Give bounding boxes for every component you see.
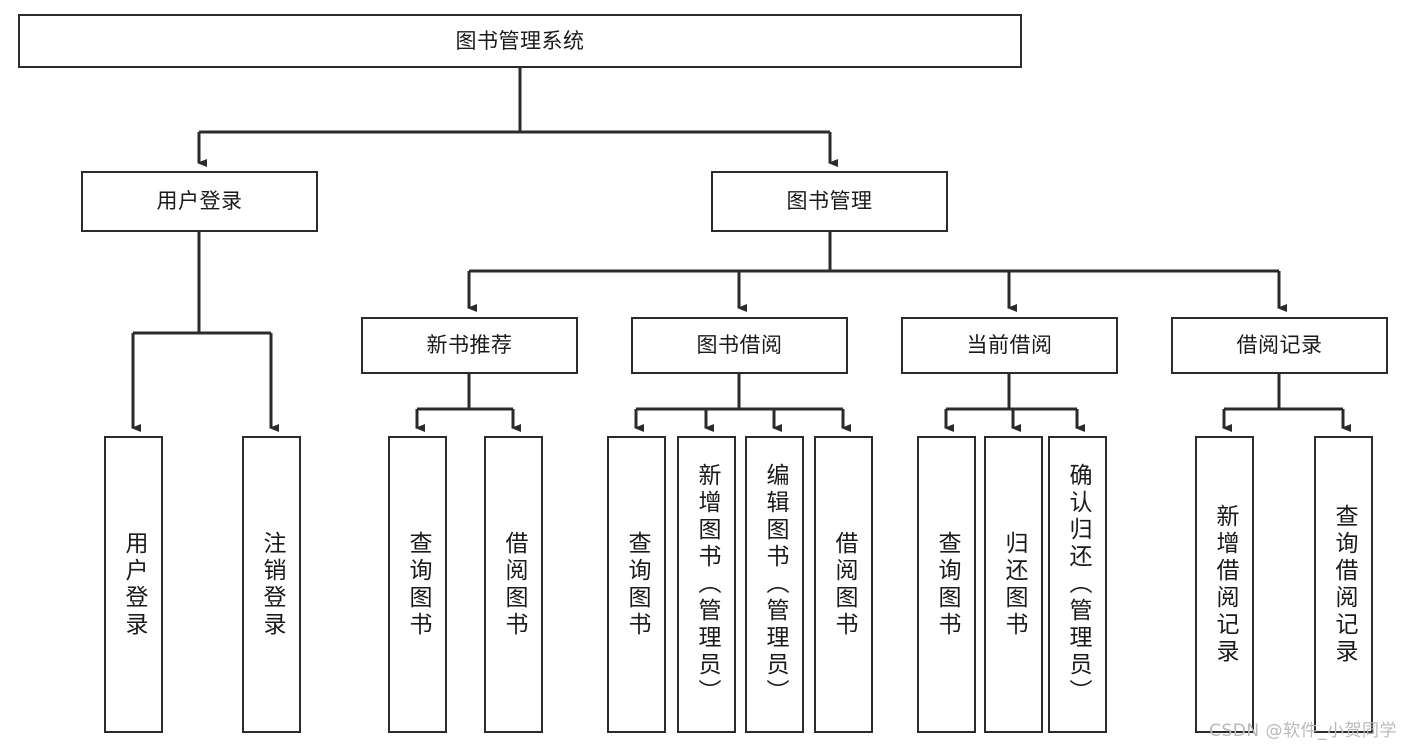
node-label: 图书管理系统 xyxy=(455,28,585,53)
node-label: 借阅图书 xyxy=(831,530,857,639)
node-label: 查询图书 xyxy=(624,530,650,639)
edges-newbook-to-leaves xyxy=(415,374,521,432)
node-label: 新书推荐 xyxy=(426,333,513,358)
leaf-edit-book[interactable]: 编辑图书（管理员） xyxy=(745,436,804,733)
node-label: 新增图书（管理员） xyxy=(694,463,720,706)
edges-userlogin-to-leaves xyxy=(131,232,279,432)
leaf-query-book-1[interactable]: 查询图书 xyxy=(388,436,447,733)
node-label: 新增借阅记录 xyxy=(1212,503,1238,666)
node-label: 查询借阅记录 xyxy=(1331,503,1357,666)
node-label: 图书管理 xyxy=(786,189,873,214)
leaf-borrow-book-2[interactable]: 借阅图书 xyxy=(814,436,873,733)
node-book-borrow[interactable]: 图书借阅 xyxy=(631,317,848,374)
leaf-query-book-2[interactable]: 查询图书 xyxy=(607,436,666,733)
leaf-user-logout[interactable]: 注销登录 xyxy=(242,436,301,733)
edges-root-to-level2 xyxy=(197,68,838,167)
node-current-borrow[interactable]: 当前借阅 xyxy=(901,317,1118,374)
leaf-user-login[interactable]: 用户登录 xyxy=(104,436,163,733)
node-user-login[interactable]: 用户登录 xyxy=(81,171,318,232)
edges-bookmanage-to-level3 xyxy=(467,232,1287,312)
edges-currentborrow-to-leaves xyxy=(944,374,1085,432)
leaf-add-book[interactable]: 新增图书（管理员） xyxy=(677,436,736,733)
edges-borrowrecord-to-leaves xyxy=(1222,374,1351,432)
leaf-query-borrow-record[interactable]: 查询借阅记录 xyxy=(1314,436,1373,733)
node-label: 归还图书 xyxy=(1001,530,1027,639)
node-borrow-record[interactable]: 借阅记录 xyxy=(1171,317,1388,374)
node-label: 注销登录 xyxy=(259,530,285,639)
node-label: 编辑图书（管理员） xyxy=(762,463,788,706)
node-label: 查询图书 xyxy=(934,530,960,639)
leaf-return-book[interactable]: 归还图书 xyxy=(984,436,1043,733)
leaf-query-book-3[interactable]: 查询图书 xyxy=(917,436,976,733)
node-label: 图书借阅 xyxy=(696,333,783,358)
node-label: 查询图书 xyxy=(405,530,431,639)
node-new-book-recommend[interactable]: 新书推荐 xyxy=(361,317,578,374)
node-label: 用户登录 xyxy=(121,530,147,639)
node-book-manage[interactable]: 图书管理 xyxy=(711,171,948,232)
node-root-system[interactable]: 图书管理系统 xyxy=(18,14,1022,68)
leaf-add-borrow-record[interactable]: 新增借阅记录 xyxy=(1195,436,1254,733)
node-label: 借阅图书 xyxy=(501,530,527,639)
node-label: 借阅记录 xyxy=(1236,333,1323,358)
edges-bookborrow-to-leaves xyxy=(634,374,851,432)
leaf-confirm-return[interactable]: 确认归还（管理员） xyxy=(1048,436,1107,733)
node-label: 用户登录 xyxy=(156,189,243,214)
node-label: 确认归还（管理员） xyxy=(1065,463,1091,706)
node-label: 当前借阅 xyxy=(966,333,1053,358)
leaf-borrow-book-1[interactable]: 借阅图书 xyxy=(484,436,543,733)
